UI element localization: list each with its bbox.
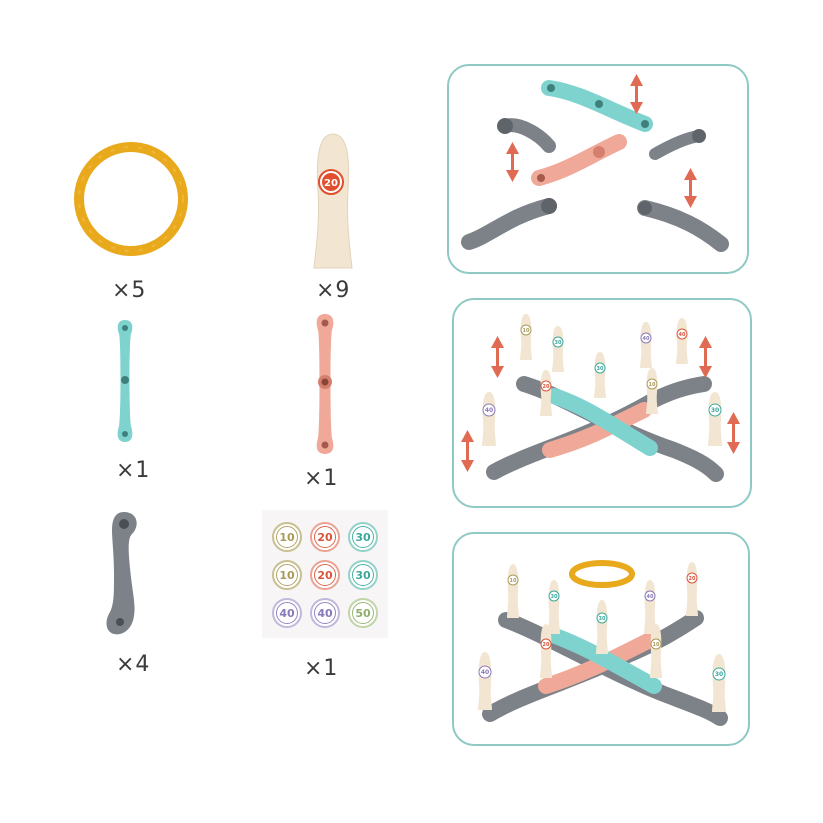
sticker: 30	[348, 522, 378, 552]
sticker: 50	[348, 598, 378, 628]
teal-bar-quantity: ×1	[116, 458, 151, 483]
sticker: 40	[272, 598, 302, 628]
pin-badge-label: 20	[324, 178, 338, 189]
ring-icon	[569, 560, 635, 588]
pin-label: 30	[599, 616, 606, 622]
pin-placement-illustration: 10 30 40 20 40 30 10 40 30	[461, 314, 740, 482]
pin-label: 10	[653, 642, 660, 648]
ring-quantity: ×5	[112, 278, 147, 303]
pin-label: 30	[551, 594, 558, 600]
complete-game-illustration: 10 30 30 40 20 20 10 40 30	[478, 560, 728, 726]
assembly-step-3-panel: 10 30 30 40 20 20 10 40 30	[452, 532, 750, 746]
sticker: 30	[348, 560, 378, 590]
assembly-step-1-panel	[447, 64, 749, 274]
pin-label: 20	[543, 384, 550, 390]
pin-label: 30	[715, 671, 723, 678]
gray-leg-icon	[106, 512, 137, 635]
sticker: 20	[310, 522, 340, 552]
pin-label: 40	[647, 594, 654, 600]
up-down-arrow-icon	[506, 74, 697, 208]
pin-label: 40	[643, 336, 650, 342]
score-sticker-sheet: 10 20 30 10 20 30 40 40 50	[262, 510, 388, 638]
standing-pins: 10 30 30 40 20 20 10 40 30	[478, 562, 726, 712]
gray-leg-quantity: ×4	[116, 652, 151, 677]
sticker: 10	[272, 560, 302, 590]
pin-label: 20	[689, 576, 696, 582]
pin-label: 40	[485, 407, 493, 414]
up-down-arrow-icon	[461, 336, 740, 472]
pin-quantity: ×9	[316, 278, 351, 303]
frame-assembly-illustration	[461, 74, 729, 252]
pin-label: 30	[711, 407, 719, 414]
pin-label: 40	[481, 669, 489, 676]
pin-label: 40	[679, 332, 686, 338]
pink-bar-quantity: ×1	[304, 466, 339, 491]
pin-label: 30	[555, 340, 562, 346]
bowling-pin-icon: 20	[313, 133, 353, 269]
teal-connector-bar-icon	[117, 320, 133, 442]
pin-label: 10	[649, 382, 656, 388]
sticker-quantity: ×1	[304, 656, 339, 681]
pink-connector-bar-icon	[316, 314, 334, 454]
ring-icon	[74, 142, 188, 256]
sticker: 10	[272, 522, 302, 552]
pin-label: 10	[523, 328, 530, 334]
pin-label: 20	[543, 642, 550, 648]
assembly-step-2-panel: 10 30 40 20 40 30 10 40 30	[452, 298, 752, 508]
pin-label: 10	[510, 578, 517, 584]
sticker: 40	[310, 598, 340, 628]
floating-pins: 10 30 40 20 40 30 10 40 30	[482, 314, 722, 446]
sticker: 20	[310, 560, 340, 590]
pin-label: 30	[597, 366, 604, 372]
